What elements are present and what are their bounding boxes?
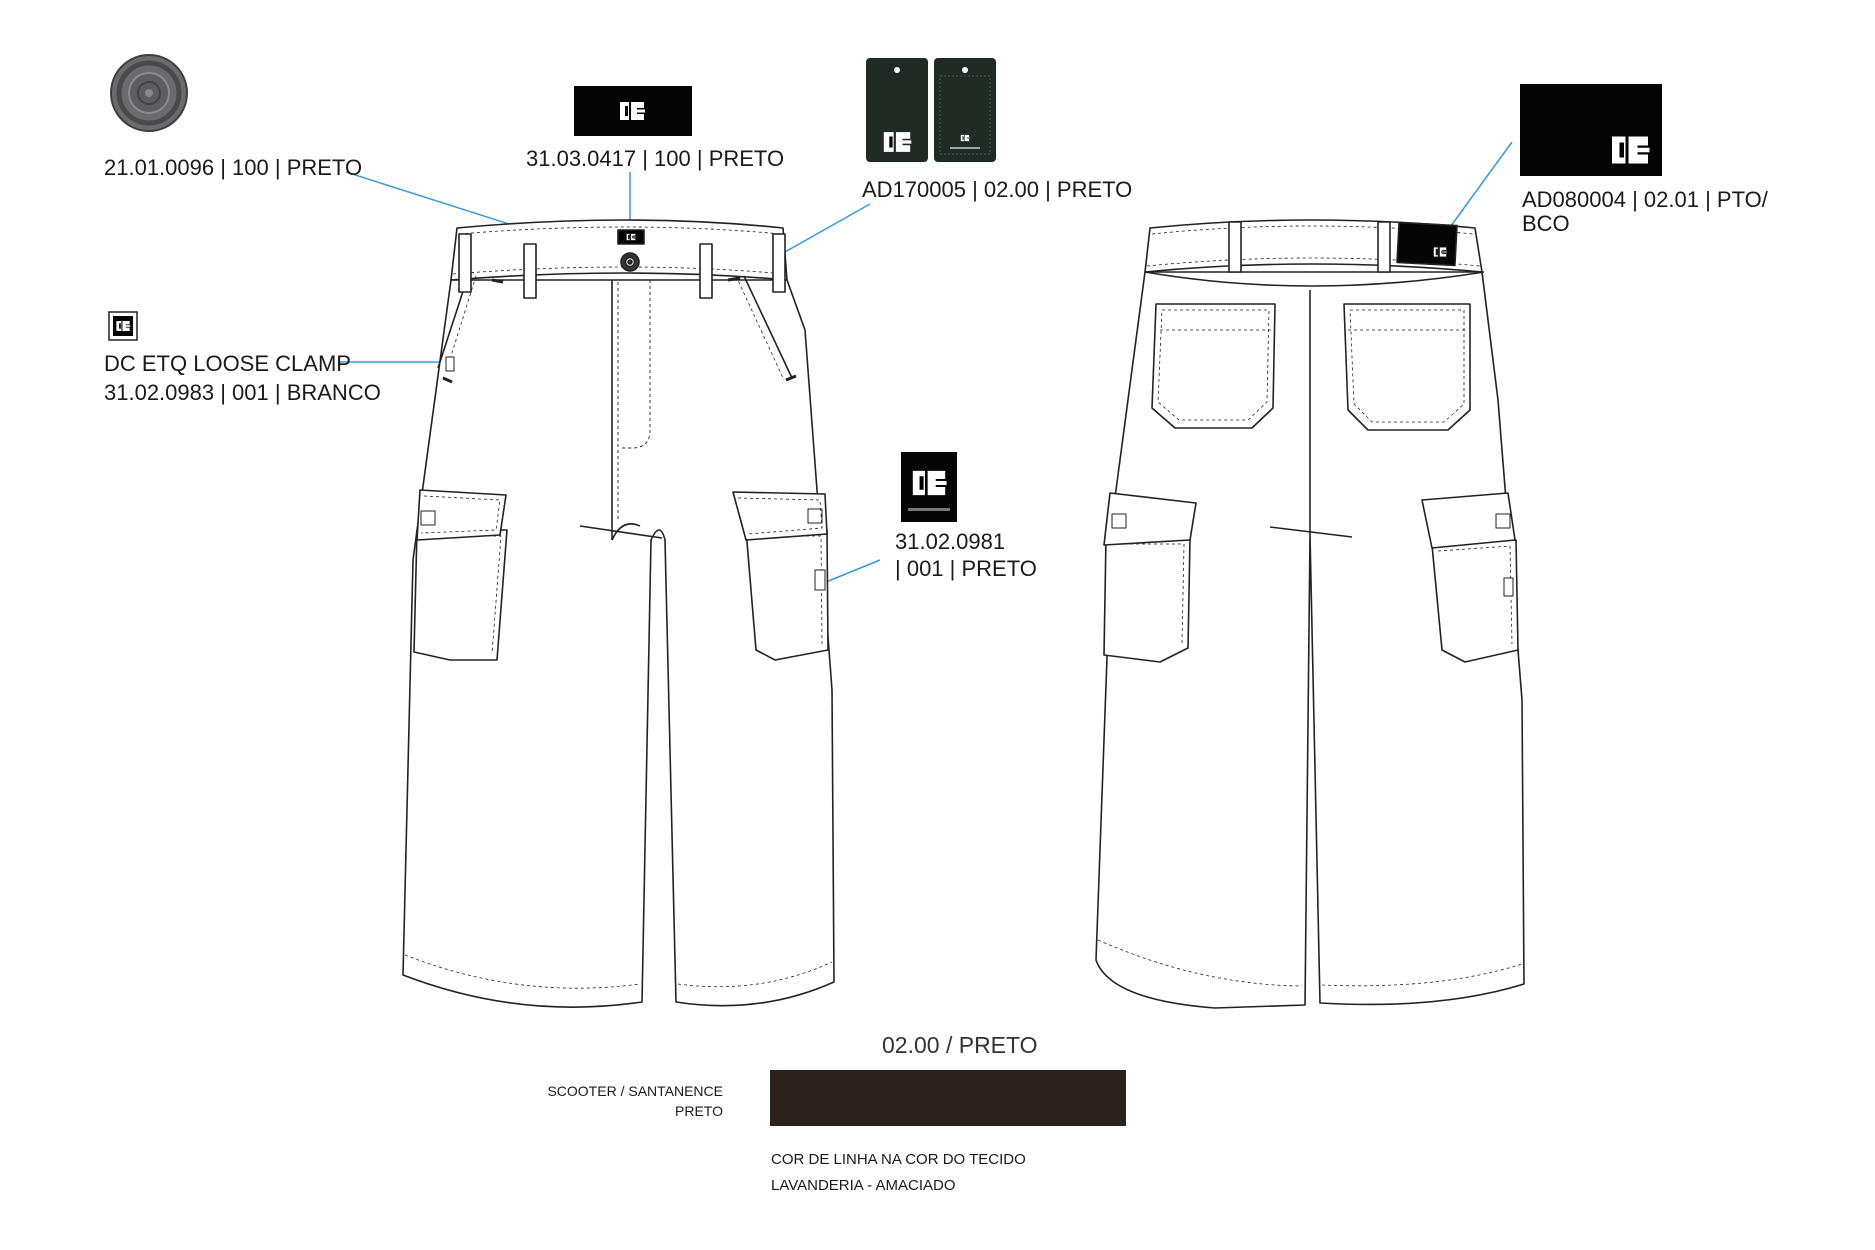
clamp-label-icon: [108, 311, 138, 341]
thread-note: COR DE LINHA NA COR DO TECIDO: [771, 1151, 1026, 1168]
colorway-title: 02.00 / PRETO: [882, 1032, 1038, 1058]
waist-label-text: 31.03.0417 | 100 | PRETO: [526, 146, 785, 171]
fabric-color: PRETO: [675, 1103, 723, 1119]
metal-button-icon: [110, 54, 188, 132]
clamp-label-line1: DC ETQ LOOSE CLAMP: [104, 351, 351, 376]
fabric-swatch: [770, 1070, 1126, 1126]
fabric-name: SCOOTER / SANTANENCE: [547, 1083, 723, 1099]
wash-note: LAVANDERIA - AMACIADO: [771, 1177, 956, 1194]
back-view: [1095, 219, 1525, 1009]
hangtag-label: AD170005 | 02.00 | PRETO: [862, 177, 1133, 202]
front-view: [402, 219, 835, 1008]
waist-label-icon: [574, 86, 692, 136]
leather-label-line2: BCO: [1522, 211, 1570, 236]
pocket-label-line2: | 001 | PRETO: [895, 556, 1037, 581]
clamp-label-line2: 31.02.0983 | 001 | BRANCO: [104, 380, 381, 405]
leather-label-line1: AD080004 | 02.01 | PTO/: [1522, 187, 1768, 212]
pocket-label-icon: [901, 452, 957, 522]
pocket-label-line1: 31.02.0981: [895, 529, 1006, 554]
leather-patch-icon: [1520, 84, 1662, 176]
button-label: 21.01.0096 | 100 | PRETO: [104, 155, 363, 180]
hangtag-icon: [866, 58, 996, 162]
